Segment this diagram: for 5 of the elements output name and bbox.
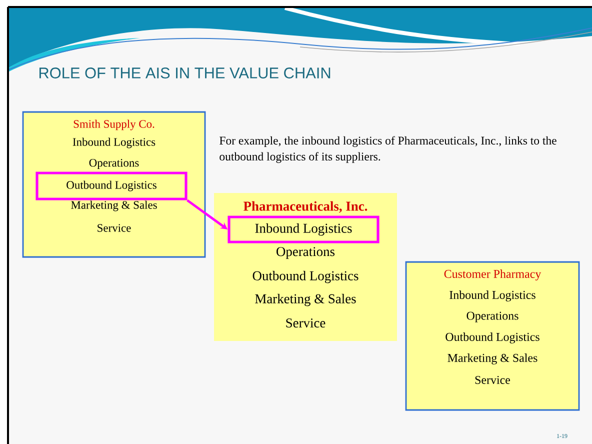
body-text: For example, the inbound logistics of Pharmaceuticals, Inc., links to the outbound logistics of its suppliers. — [220, 136, 556, 163]
highlight-box: Inbound Logistics — [228, 216, 380, 244]
slide-title: ROLE OF THE AIS IN THE VALUE CHAIN — [39, 68, 330, 78]
value-chain-box: Customer Pharmacy Inbound Logistics Operations Outbound Logistics Marketing & Sales Service — [405, 261, 580, 411]
highlight-box: Outbound Logistics — [36, 172, 188, 200]
